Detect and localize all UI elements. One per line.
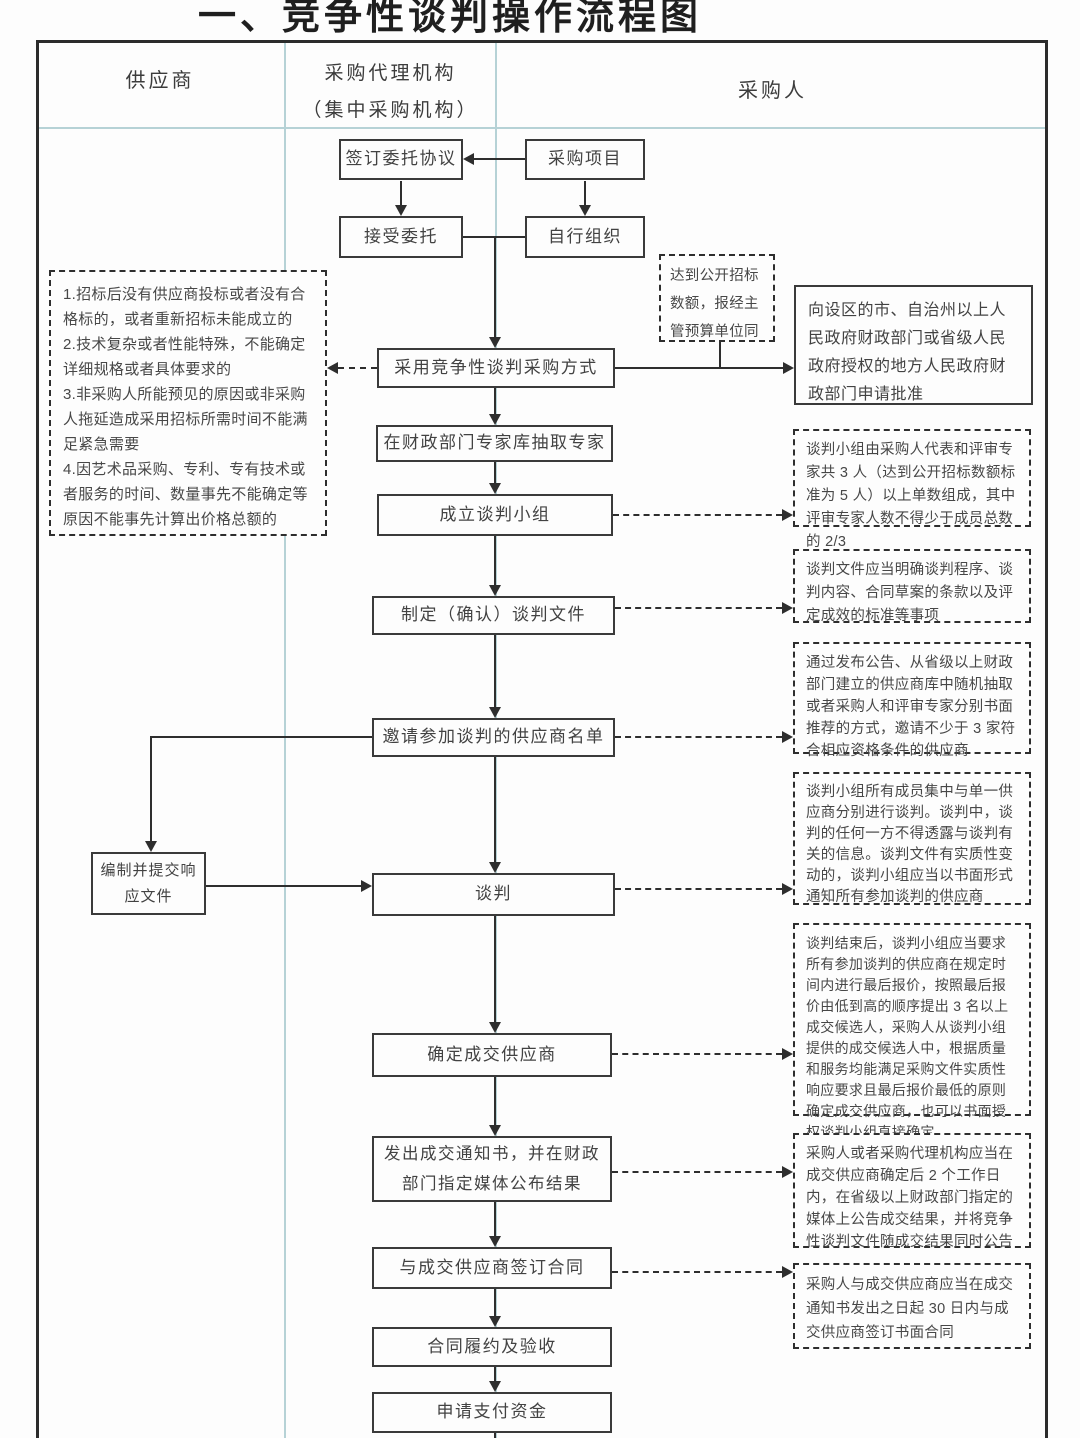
- note-condition-1: 1.招标后没有供应商投标或者没有合格标的，或者重新招标未能成立的: [63, 286, 306, 328]
- dashed-link-announce: [612, 1171, 782, 1173]
- arrowhead-down: [489, 1125, 501, 1136]
- arrowhead-down: [489, 1316, 501, 1327]
- note-condition-2: 2.技术复杂或者性能特殊，不能确定详细规格或者具体要求的: [63, 336, 306, 378]
- flow-box-self-organize: 自行组织: [525, 216, 645, 258]
- flow-box-accept-entrustment: 接受委托: [339, 216, 463, 258]
- dashed-link-documents: [615, 607, 782, 609]
- note-condition-3: 3.非采购人所能预见的原因或非采购人拖延造成采用招标所需时间不能满足紧急需要: [63, 386, 308, 453]
- connector-main-9: [494, 1202, 496, 1238]
- flow-box-invite-suppliers: 邀请参加谈判的供应商名单: [372, 718, 615, 757]
- arrowhead-right: [782, 602, 793, 614]
- arrowhead-right: [782, 1266, 793, 1278]
- lane-header-agency: 采购代理机构 （集中采购机构）: [286, 55, 495, 129]
- note-final-quote: 谈判结束后，谈判小组应当要求所有参加谈判的供应商在规定时间内进行最后报价，按照最…: [793, 923, 1031, 1140]
- flow-box-determine-supplier: 确定成交供应商: [372, 1033, 612, 1077]
- arrowhead-down: [145, 841, 157, 852]
- connector-agreement-down: [400, 181, 402, 207]
- flow-box-prepare-response: 编制并提交响应文件: [91, 852, 206, 915]
- note-condition-4: 4.因艺术品采购、专利、专有技术或者服务的时间、数量事先不能确定等原因不能事先计…: [63, 461, 308, 528]
- note-announce-result: 采购人或者采购代理机构应当在成交供应商确定后 2 个工作日内，在省级以上财政部门…: [793, 1133, 1031, 1250]
- connector-invite-left: [150, 736, 372, 738]
- connector-invite-down: [150, 736, 152, 843]
- header-separator: [39, 127, 1045, 129]
- note-invitation-method: 通过发布公告、从省级以上财政部门建立的供应商库中随机抽取或者采购人和评审专家分别…: [793, 642, 1031, 759]
- note-document-requirements: 谈判文件应当明确谈判程序、谈判内容、合同草案的条款以及评定成效的标准等事项: [793, 549, 1031, 624]
- arrowhead-right: [782, 1048, 793, 1060]
- arrowhead-down: [489, 337, 501, 348]
- flow-box-form-group: 成立谈判小组: [377, 494, 613, 536]
- arrowhead-down: [579, 205, 591, 216]
- dashed-link-group: [613, 514, 782, 516]
- note-negotiation-rules: 谈判小组所有成员集中与单一供应商分别进行谈判。谈判中，谈判的任何一方不得透露与谈…: [793, 772, 1031, 905]
- flow-box-adopt-method: 采用竞争性谈判采购方式: [377, 348, 615, 388]
- connector-main-6: [494, 757, 496, 864]
- note-threshold: 达到公开招标数额，报经主管预算单位同: [659, 254, 775, 342]
- arrowhead-down: [395, 205, 407, 216]
- arrowhead-left: [463, 153, 474, 165]
- arrowhead-right: [783, 362, 794, 374]
- connector-main-8: [494, 1077, 496, 1127]
- connector-response-to-negotiate: [206, 885, 361, 887]
- connector-main-2: [494, 388, 496, 416]
- note-left-conditions: 1.招标后没有供应商投标或者没有合格标的，或者重新招标未能成立的 2.技术复杂或…: [49, 270, 327, 536]
- arrowhead-down: [489, 483, 501, 494]
- connector-main-10: [494, 1289, 496, 1318]
- flow-box-sign-contract: 与成交供应商签订合同: [372, 1247, 612, 1289]
- dashed-link-negotiation: [615, 888, 782, 890]
- arrowhead-down: [489, 414, 501, 425]
- dashed-link-conditions: [338, 367, 377, 369]
- connector-main-7: [494, 916, 496, 1024]
- arrowhead-down: [489, 1236, 501, 1247]
- flow-box-apply-payment: 申请支付资金: [372, 1392, 612, 1433]
- connector-adopt-to-approval: [615, 367, 783, 369]
- dashed-link-final-quote: [612, 1053, 782, 1055]
- lane-header-agency-line1: 采购代理机构: [324, 63, 457, 84]
- arrowhead-down: [489, 1381, 501, 1392]
- arrowhead-right: [782, 509, 793, 521]
- connector-main-bottom: [494, 1433, 496, 1438]
- flow-box-contract-performance: 合同履约及验收: [372, 1327, 612, 1367]
- lane-header-purchaser: 采购人: [738, 80, 807, 102]
- connector-main-11: [494, 1367, 496, 1383]
- flow-box-issue-notice: 发出成交通知书，并在财政部门指定媒体公布结果: [372, 1136, 612, 1202]
- connector-threshold-down: [719, 342, 721, 367]
- arrowhead-right: [361, 880, 372, 892]
- dashed-link-contract: [612, 1271, 782, 1273]
- connector-main-3: [494, 462, 496, 485]
- arrowhead-right: [782, 731, 793, 743]
- arrowhead-down: [489, 862, 501, 873]
- lane-divider-left: [284, 43, 286, 1438]
- connector-main-5: [494, 635, 496, 709]
- arrowhead-right: [782, 883, 793, 895]
- note-contract-deadline: 采购人与成交供应商应当在成交通知书发出之日起 30 日内与成交供应商签订书面合同: [793, 1263, 1031, 1349]
- flow-box-procurement-project: 采购项目: [525, 139, 645, 180]
- arrowhead-down: [489, 585, 501, 596]
- arrowhead-left: [327, 362, 338, 374]
- connector-main-4: [494, 536, 496, 587]
- arrowhead-down: [489, 707, 501, 718]
- dashed-link-invitation: [615, 736, 782, 738]
- flow-box-extract-experts: 在财政部门专家库抽取专家: [376, 425, 613, 462]
- lane-header-supplier: 供应商: [125, 70, 195, 92]
- flow-box-negotiate: 谈判: [372, 873, 615, 916]
- connector-project-down: [584, 181, 586, 207]
- table-frame: [36, 40, 1048, 1438]
- note-group-composition: 谈判小组由采购人代表和评审专家共 3 人（达到公开招标数额标准为 5 人）以上单…: [793, 429, 1031, 550]
- flow-box-sign-agreement: 签订委托协议: [339, 139, 463, 180]
- flow-box-apply-approval: 向设区的市、自治州以上人民政府财政部门或省级人民政府授权的地方人民政府财政部门申…: [794, 285, 1033, 405]
- connector-project-to-agreement: [474, 158, 525, 160]
- arrowhead-down: [489, 1022, 501, 1033]
- page-title: 一、竞争性谈判操作流程图: [197, 0, 702, 38]
- connector-main-1: [494, 237, 496, 339]
- arrowhead-right: [782, 1166, 793, 1178]
- lane-header-agency-line2: （集中采购机构）: [302, 100, 479, 121]
- flow-box-make-documents: 制定（确认）谈判文件: [372, 596, 615, 635]
